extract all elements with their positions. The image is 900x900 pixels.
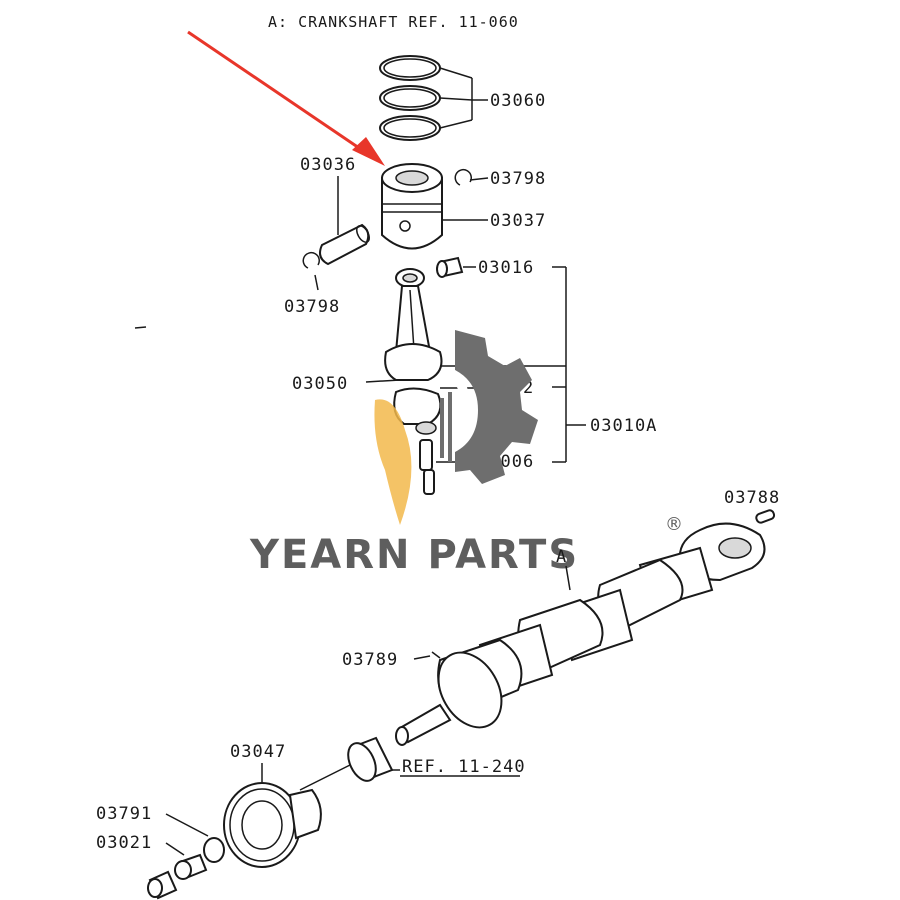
circlip-right (454, 169, 473, 186)
leader-03798-left (314, 274, 319, 291)
watermark-gear-icon (440, 330, 538, 484)
leader-03791 (165, 813, 209, 837)
piston-pin (319, 223, 370, 266)
connecting-rod-cap (393, 387, 442, 495)
label-03037: 03037 (490, 211, 546, 231)
leader-03798-right (469, 177, 489, 181)
label-03789: 03789 (342, 650, 398, 670)
dash-mark (134, 326, 147, 329)
label-03791: 03791 (96, 804, 152, 824)
label-ref-11-240: REF. 11-240 (402, 757, 526, 777)
pin-03788 (755, 509, 776, 524)
label-03798-left: 03798 (284, 297, 340, 317)
diagram-header: A: CRANKSHAFT REF. 11-060 (268, 13, 519, 31)
label-03036: 03036 (300, 155, 356, 175)
leader-pulley (299, 764, 351, 791)
watermark-flame-icon (374, 399, 412, 525)
label-03016: 03016 (478, 258, 534, 278)
label-a: A (556, 547, 567, 567)
leader-03789 (413, 655, 431, 660)
leader-03050 (365, 379, 401, 383)
key-03789 (431, 651, 441, 659)
piston (381, 163, 443, 250)
connecting-rod (384, 268, 443, 381)
leader-03060 (439, 67, 488, 129)
label-03010a: 03010A (590, 416, 657, 436)
label-03050: 03050 (292, 374, 348, 394)
label-03047: 03047 (230, 742, 286, 762)
piston-rings (379, 55, 441, 141)
label-03021: 03021 (96, 833, 152, 853)
leader-03021 (165, 842, 185, 856)
collar-03021 (147, 853, 208, 900)
label-03060: 03060 (490, 91, 546, 111)
label-03798-right: 03798 (490, 169, 546, 189)
red-arrow-icon (187, 30, 385, 166)
label-03788: 03788 (724, 488, 780, 508)
bushing (436, 256, 464, 278)
o-ring-03791 (203, 837, 225, 863)
leader-a (565, 565, 571, 591)
circlip-left (302, 252, 321, 269)
crank-pulley (223, 782, 322, 868)
watermark-brand: YEARN PARTS (249, 532, 579, 578)
crank-gear (347, 736, 394, 782)
watermark-registered: ® (665, 514, 683, 535)
crankshaft (395, 522, 766, 746)
